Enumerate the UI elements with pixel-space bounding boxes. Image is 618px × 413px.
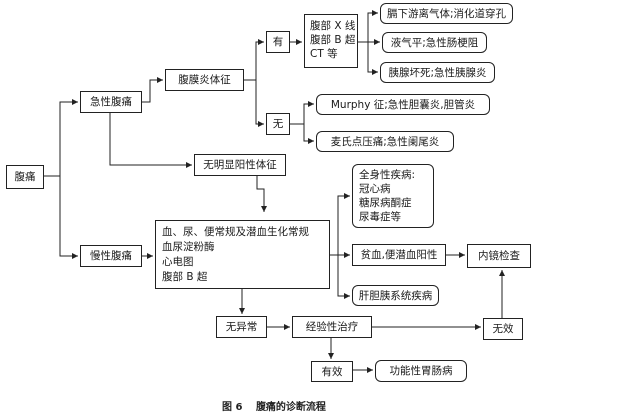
has-signs-label: 有 — [272, 36, 284, 48]
effective-box: 有效 — [311, 361, 353, 382]
ineffective-box: 无效 — [483, 318, 523, 340]
imaging-box: 腹部 X 线 腹部 B 超 CT 等 — [304, 14, 358, 68]
chronic-pain-label: 慢性腹痛 — [90, 250, 132, 262]
mcburney-point-box: 麦氏点压痛;急性阑尾炎 — [316, 131, 454, 152]
systemic-disease-title: 全身性疾病: — [359, 169, 416, 181]
systemic-disease-chd: 冠心病 — [359, 183, 391, 195]
abdominal-pain-box: 腹痛 — [6, 165, 44, 189]
lab-tests-box: 血、尿、便常规及潜血生化常规 血尿淀粉酶 心电图 腹部 B 超 — [155, 220, 330, 289]
no-signs-box: 无 — [266, 113, 290, 135]
hepatobiliary-label: 肝胆胰系统疾病 — [358, 289, 433, 302]
anemia-box: 贫血,便潜血阳性 — [352, 244, 446, 266]
peritonitis-signs-label: 腹膜炎体征 — [178, 74, 231, 86]
murphy-sign-label: Murphy 征;急性胆囊炎,胆管炎 — [330, 98, 476, 111]
anemia-label: 贫血,便潜血阳性 — [360, 249, 438, 261]
lab-tests-routine: 血、尿、便常规及潜血生化常规 — [162, 226, 309, 238]
murphy-sign-box: Murphy 征;急性胆囊炎,胆管炎 — [316, 94, 490, 115]
acute-pain-box: 急性腹痛 — [80, 91, 142, 113]
functional-gi-box: 功能性胃肠病 — [375, 360, 467, 382]
pancreatic-necrosis-box: 胰腺坏死;急性胰腺炎 — [380, 62, 495, 83]
no-positive-signs-box: 无明显阳性体征 — [194, 154, 286, 176]
functional-gi-label: 功能性胃肠病 — [389, 365, 453, 377]
systemic-disease-dka: 糖尿病酮症 — [359, 197, 412, 209]
imaging-ct: CT 等 — [310, 48, 338, 60]
no-abnormality-label: 无异常 — [225, 321, 258, 333]
endoscopy-box: 内镜检查 — [467, 244, 531, 268]
has-signs-box: 有 — [266, 31, 290, 53]
subphrenic-gas-box: 膈下游离气体;消化道穿孔 — [380, 3, 513, 24]
figure-number: 图 6 — [222, 402, 243, 413]
imaging-ultrasound: 腹部 B 超 — [310, 34, 356, 46]
systemic-disease-uremia: 尿毒症等 — [359, 211, 401, 223]
air-fluid-label: 液气平;急性肠梗阻 — [390, 36, 479, 49]
no-signs-label: 无 — [272, 118, 284, 130]
empirical-treatment-box: 经验性治疗 — [292, 316, 372, 338]
air-fluid-box: 液气平;急性肠梗阻 — [382, 32, 487, 53]
lab-tests-ecg: 心电图 — [162, 256, 194, 268]
imaging-xray: 腹部 X 线 — [310, 20, 356, 32]
figure-caption: 图 6 腹痛的诊断流程 — [222, 398, 326, 413]
hepatobiliary-box: 肝胆胰系统疾病 — [352, 285, 439, 306]
no-abnormality-box: 无异常 — [216, 316, 267, 338]
empirical-treatment-label: 经验性治疗 — [305, 321, 359, 333]
chronic-pain-box: 慢性腹痛 — [80, 245, 142, 267]
abdominal-pain-label: 腹痛 — [14, 171, 36, 183]
no-positive-signs-label: 无明显阳性体征 — [203, 159, 277, 171]
mcburney-point-label: 麦氏点压痛;急性阑尾炎 — [330, 135, 440, 148]
endoscopy-label: 内镜检查 — [478, 250, 520, 262]
lab-tests-ultrasound: 腹部 B 超 — [162, 271, 208, 283]
figure-title: 腹痛的诊断流程 — [255, 402, 326, 413]
subphrenic-gas-label: 膈下游离气体;消化道穿孔 — [386, 7, 507, 20]
peritonitis-signs-box: 腹膜炎体征 — [165, 69, 244, 91]
effective-label: 有效 — [321, 365, 343, 378]
acute-pain-label: 急性腹痛 — [90, 96, 132, 108]
systemic-disease-box: 全身性疾病: 冠心病 糖尿病酮症 尿毒症等 — [352, 164, 434, 228]
ineffective-label: 无效 — [492, 323, 514, 335]
lab-tests-amylase: 血尿淀粉酶 — [162, 241, 215, 253]
pancreatic-necrosis-label: 胰腺坏死;急性胰腺炎 — [388, 66, 487, 79]
